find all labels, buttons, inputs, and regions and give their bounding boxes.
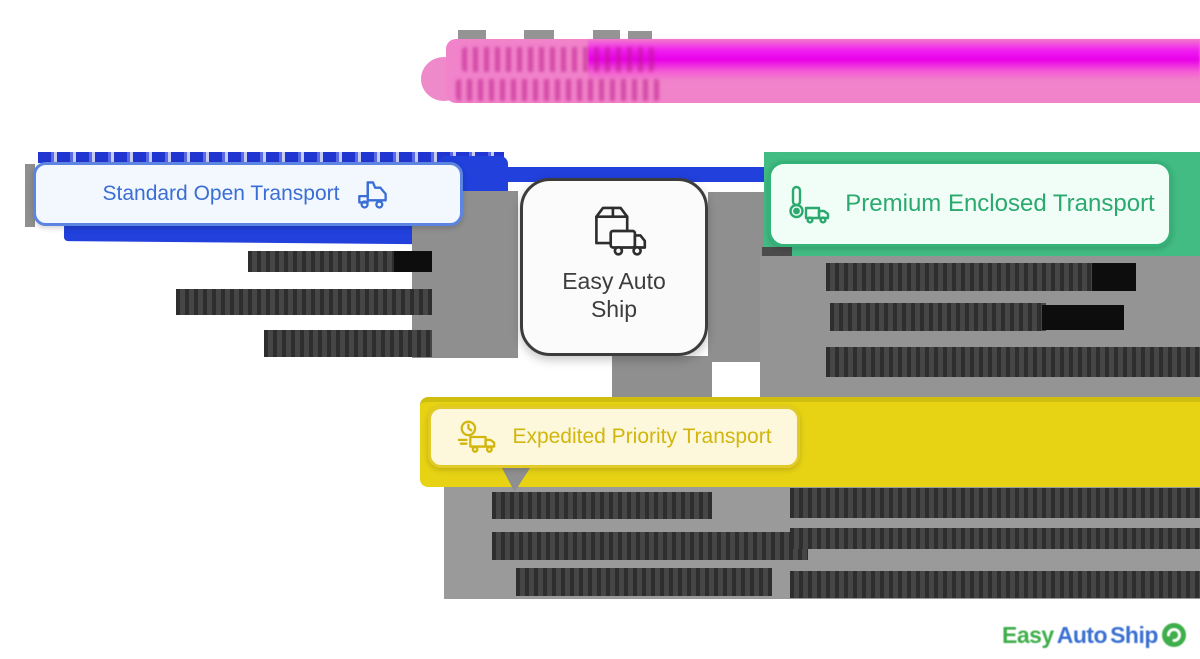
redacted-title-line (456, 79, 660, 101)
easy-auto-ship-label: Easy Auto Ship (562, 268, 666, 322)
redacted-bullet-line (264, 330, 432, 357)
redacted-bullet-line (830, 303, 1046, 331)
blue-highlight-dotted-strip (38, 152, 504, 163)
standard-open-transport-node: Standard Open Transport (33, 162, 463, 226)
logo-word-easy: Easy (1002, 621, 1054, 648)
magenta-highlight-stripe (588, 38, 1200, 80)
premium-enclosed-transport-node: Premium Enclosed Transport (768, 161, 1172, 247)
thermometer-truck-icon (789, 185, 830, 224)
logo-circle-icon (1161, 623, 1186, 647)
redacted-bullet-line (790, 571, 1200, 598)
redaction-tail (394, 251, 432, 272)
redacted-bullet-line (790, 528, 1200, 549)
redacted-bullet-line (790, 488, 1200, 518)
blue-highlight-bar (455, 167, 785, 182)
clock-truck-icon (458, 420, 496, 453)
standard-open-transport-label: Standard Open Transport (102, 182, 340, 205)
redacted-bullet-line (516, 568, 772, 596)
redacted-bullet-line (826, 263, 1096, 291)
redacted-bullet-line (826, 347, 1200, 377)
easyautoship-logo: Easy Auto Ship (1002, 620, 1198, 650)
redacted-bullet-line (492, 492, 712, 519)
logo-word-auto: Auto (1056, 621, 1108, 648)
semi-truck-icon (358, 181, 388, 209)
premium-enclosed-transport-label: Premium Enclosed Transport (845, 190, 1155, 217)
redacted-title-line (462, 47, 654, 72)
gray-sliver (25, 164, 35, 227)
connector-down (612, 356, 712, 402)
redacted-bullet-line (248, 251, 398, 272)
logo-word-ship: Ship (1110, 621, 1158, 648)
redacted-bullet-line (492, 532, 808, 560)
redacted-bullet-line (176, 289, 432, 315)
redaction-tail (1042, 305, 1124, 330)
easy-auto-ship-node: Easy Auto Ship (520, 178, 708, 356)
expedited-priority-transport-label: Expedited Priority Transport (512, 425, 772, 448)
redaction-tail (1092, 263, 1136, 291)
expedited-priority-transport-node: Expedited Priority Transport (428, 406, 800, 468)
package-truck-icon (595, 206, 647, 256)
